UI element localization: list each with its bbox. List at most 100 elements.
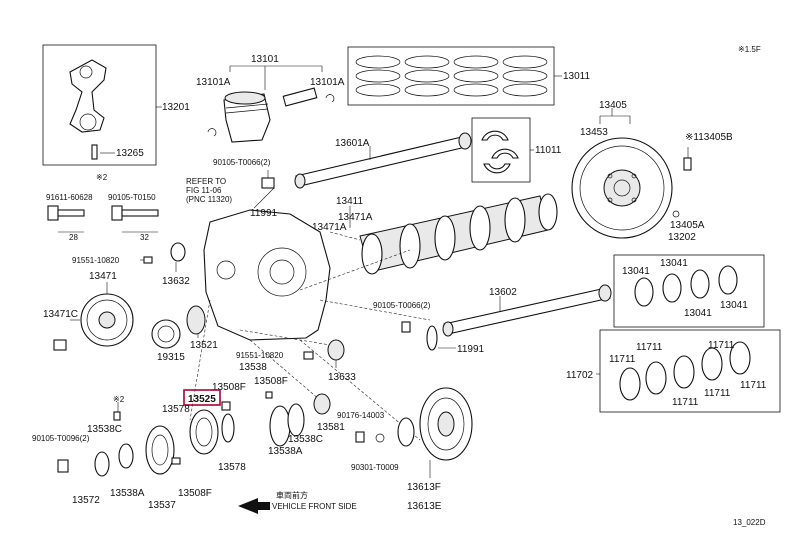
label-13538C-a[interactable]: 13538C [87, 424, 122, 435]
connecting-rod-shape [69, 59, 107, 133]
label-11011[interactable]: 11011 [535, 145, 562, 156]
balance-shaft-lower [401, 284, 612, 351]
label-13041-b[interactable]: 13041 [660, 258, 688, 269]
damper-group [355, 387, 473, 478]
label-90105-T0066-a[interactable]: 90105-T0066(2) [213, 158, 271, 167]
label-13101[interactable]: 13101 [251, 54, 279, 65]
gear-13521-shape [186, 305, 206, 335]
label-13633[interactable]: 13633 [328, 372, 356, 383]
label-13405[interactable]: 13405 [599, 100, 627, 111]
label-13538[interactable]: 13538 [239, 362, 267, 373]
label-13041-c[interactable]: 13041 [684, 308, 712, 319]
crank-pulley-group [53, 256, 153, 351]
label-11711-f[interactable]: 11711 [708, 340, 735, 351]
label-11702[interactable]: 11702 [566, 370, 594, 381]
label-91551-10820-a[interactable]: 91551-10820 [72, 256, 120, 265]
label-13405A[interactable]: 13405A [670, 220, 705, 231]
label-13471[interactable]: 13471 [89, 271, 117, 282]
dimension-28: 28 [69, 233, 78, 242]
label-11991-b[interactable]: 11991 [457, 344, 485, 355]
label-90105-T0150[interactable]: 90105-T0150 [108, 193, 156, 202]
label-13572[interactable]: 13572 [72, 495, 100, 506]
label-13101A-left[interactable]: 13101A [196, 77, 231, 88]
label-13538A-a[interactable]: 13538A [268, 446, 303, 457]
front-case-group [203, 170, 331, 341]
label-13508F-c[interactable]: 13508F [178, 488, 212, 499]
refer-line-3[interactable]: (PNC 11320) [186, 195, 232, 204]
label-13602[interactable]: 13602 [489, 287, 517, 298]
label-13201[interactable]: 13201 [162, 102, 190, 113]
label-90176-14003[interactable]: 90176-14003 [337, 411, 385, 420]
seal-front-shape [397, 417, 415, 447]
label-13578-a[interactable]: 13578 [162, 404, 190, 415]
label-13508F-b[interactable]: 13508F [254, 376, 288, 387]
label-19315[interactable]: 19315 [157, 352, 185, 363]
arrow-left-icon [238, 498, 270, 514]
label-13405B[interactable]: ※113405B [685, 132, 733, 143]
piston-rings-group [347, 46, 562, 106]
label-13537[interactable]: 13537 [148, 500, 176, 511]
piston-group [207, 65, 335, 143]
label-13202[interactable]: 13202 [668, 232, 696, 243]
label-13471A-b[interactable]: 13471A [338, 212, 373, 223]
label-13613E[interactable]: 13613E [407, 501, 442, 512]
label-13601A[interactable]: 13601A [335, 138, 370, 149]
label-13632[interactable]: 13632 [162, 276, 190, 287]
label-13613F[interactable]: 13613F [407, 482, 441, 493]
front-case-shape [203, 209, 331, 341]
label-13538A-b[interactable]: 13538A [110, 488, 145, 499]
shaft-13602-shape [443, 287, 611, 335]
label-13011[interactable]: 13011 [563, 71, 591, 82]
label-13411[interactable]: 13411 [336, 196, 364, 207]
bolt-90105-T0096-shape [57, 459, 69, 473]
label-13471A-a[interactable]: 13471A [312, 222, 347, 233]
front-small-parts [151, 242, 206, 349]
label-90105-T0066-b[interactable]: 90105-T0066(2) [373, 301, 431, 310]
drive-plate-bolt-shape [683, 157, 692, 171]
bolts-group [47, 205, 159, 233]
label-13041-d[interactable]: 13041 [720, 300, 748, 311]
pulley-bolt-shape [53, 339, 67, 351]
highlight-13525 [183, 389, 221, 406]
bolt-90105-b-shape [401, 321, 411, 333]
sensor-lower [303, 339, 345, 368]
sprocket-13525-shape [189, 409, 219, 455]
label-13525[interactable]: 13525 [188, 394, 216, 405]
bearing-box-11011 [471, 117, 534, 183]
shaft-13601A-shape [295, 135, 471, 187]
label-13041-a[interactable]: 13041 [622, 266, 650, 277]
label-13581[interactable]: 13581 [317, 422, 345, 433]
refer-line-1[interactable]: REFER TO [186, 177, 226, 186]
connecting-rod-group [42, 44, 162, 166]
plate-13537-shape [145, 425, 175, 475]
label-90301-T0009[interactable]: 90301-T0009 [351, 463, 399, 472]
dimension-32: 32 [140, 233, 149, 242]
seal-19315-shape [151, 319, 181, 349]
label-13521[interactable]: 13521 [190, 340, 218, 351]
label-13538C-b[interactable]: 13538C [288, 434, 323, 445]
label-11711-d[interactable]: 11711 [704, 388, 731, 399]
part-13581-shape [313, 393, 331, 415]
balance-shaft-upper [294, 132, 472, 189]
label-91551-10820-b[interactable]: 91551-10820 [236, 351, 284, 360]
label-90105-T0096[interactable]: 90105-T0096(2) [32, 434, 90, 443]
label-13453[interactable]: 13453 [580, 127, 608, 138]
label-11711-e[interactable]: 11711 [740, 380, 767, 391]
main-bearing-box [596, 329, 781, 413]
refer-line-2[interactable]: FIG 11-06 [186, 186, 222, 195]
label-91611-60628[interactable]: 91611-60628 [46, 193, 93, 202]
label-11711-c[interactable]: 11711 [672, 397, 699, 408]
case-bolt-shape [261, 177, 275, 189]
rod-bolt-shape [91, 144, 98, 160]
label-13578-b[interactable]: 13578 [218, 462, 246, 473]
label-11711-b[interactable]: 11711 [636, 342, 663, 353]
front-direction-arrow [238, 498, 270, 514]
label-13265[interactable]: 13265 [116, 148, 144, 159]
note-x2b: ※2 [113, 395, 125, 404]
label-11711-a[interactable]: 11711 [609, 354, 636, 365]
label-11991-a[interactable]: 11991 [250, 208, 278, 219]
label-13471C[interactable]: 13471C [43, 309, 78, 320]
label-13508F-a[interactable]: 13508F [212, 382, 246, 393]
label-13101A-right[interactable]: 13101A [310, 77, 345, 88]
